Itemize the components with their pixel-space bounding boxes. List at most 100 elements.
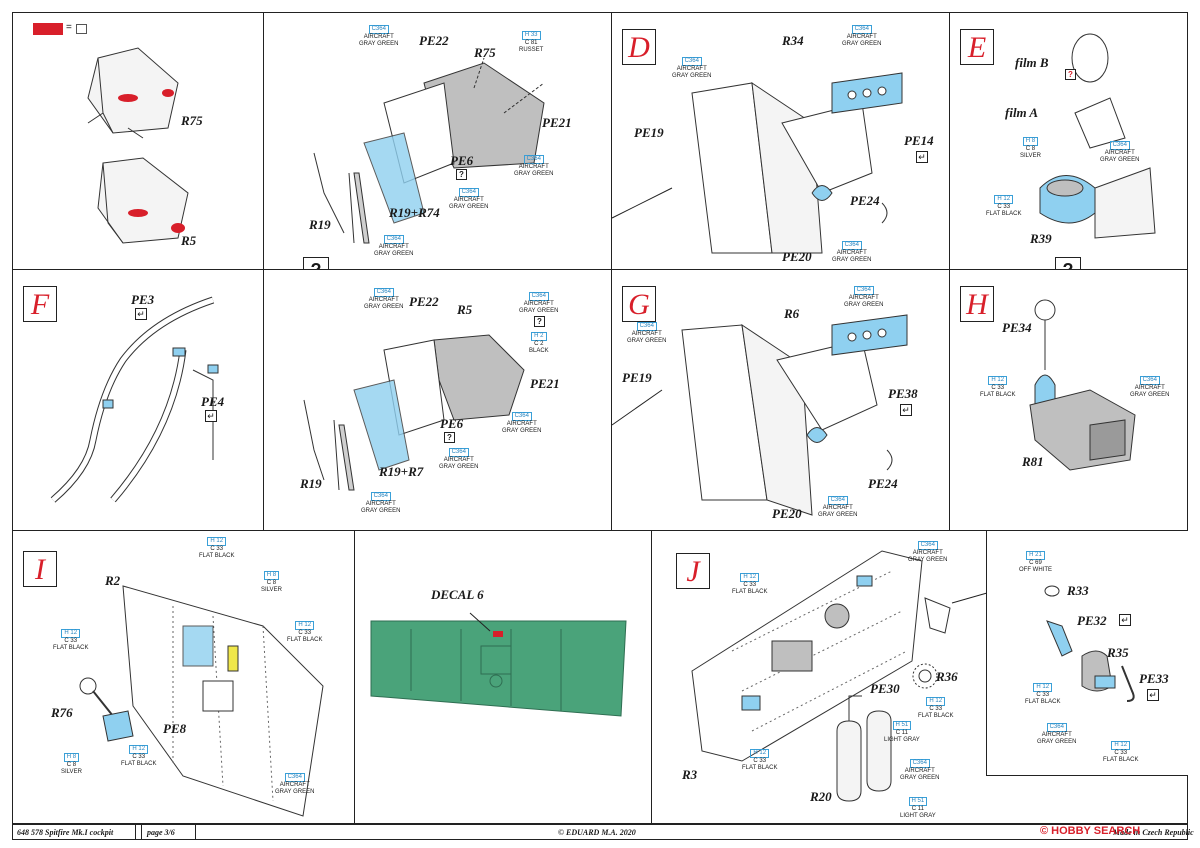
footer-divider-3 [195,825,196,839]
film-icon [76,24,87,34]
label-r19-mid: R19 [300,476,322,491]
seat-assembly-middle [303,334,525,491]
step-letter-f: F [23,286,57,322]
lever-r76-illustration [79,677,134,742]
label-pe34: PE34 [1002,320,1032,335]
legend-equals: = [66,22,72,33]
question-box-m2: ? [444,432,455,443]
seat-armor-d-illustration [691,72,903,254]
label-pe22-mid: PE22 [409,294,439,309]
label-pe24: PE24 [850,193,880,208]
bend-icon-pe4: ↵ [205,410,217,422]
label-r35: R35 [1107,645,1129,660]
seat-r75-illustration [87,47,179,139]
step-letter-g: G [622,286,656,322]
label-r36: R36 [936,669,958,684]
label-pe24-g: PE24 [868,476,898,491]
label-pe38: PE38 [888,386,918,401]
panel-top-left: = R75 R5 [12,12,264,270]
label-pe6: PE6 [450,153,474,168]
label-r20: R20 [810,789,832,804]
label-film-a: film A [1005,105,1039,120]
label-r39: R39 [1030,231,1052,246]
question-box-m1: ? [534,316,545,327]
label-pe19: PE19 [634,125,664,140]
legend-red-swatch [33,23,63,35]
label-pe6-mid: PE6 [440,416,464,431]
label-r6: R6 [784,306,800,321]
mirror-e-illustration [1039,33,1156,239]
gear-r36-illustration [912,663,938,689]
label-r75: R75 [474,45,496,60]
label-pe33: PE33 [1139,671,1169,686]
oxygen-bottles-illustration [836,695,892,802]
label-pe20: PE20 [782,249,812,264]
label-pe14: PE14 [904,133,934,148]
watermark-brand-prefix: © [1040,825,1049,837]
footer-bar: 648 578 Spitfire Mk.I cockpit page 3/6 ©… [12,824,1194,840]
inset-parts-illustration [1044,585,1135,702]
label-r3: R3 [682,767,698,782]
watermark-brand-name: HOBBY SEARCH [1051,825,1141,837]
label-pe21: PE21 [542,115,572,130]
label-r19: R19 [309,217,331,232]
label-r19-r7: R19+R7 [379,464,424,479]
step-letter-d: D [622,29,656,65]
label-r19-r74: R19+R74 [389,205,440,220]
step-letter-j: J [676,553,710,589]
label-r76: R76 [51,705,73,720]
label-pe8: PE8 [163,721,187,736]
label-r75-top: R75 [181,113,203,128]
bend-icon-pe3: ↵ [135,308,147,320]
label-pe30: PE30 [870,681,900,696]
side-panel-j-illustration [691,550,923,762]
label-r2: R2 [105,573,121,588]
bend-icon-pe32: ↵ [1119,614,1131,626]
mirror-h-illustration [1029,299,1136,471]
step-letter-h: H [960,286,994,322]
seat-armor-g-illustration [681,314,908,516]
label-decal-6: DECAL 6 [431,587,484,602]
label-r33: R33 [1067,583,1089,598]
bend-icon-pe33: ↵ [1147,689,1159,701]
label-r81: R81 [1022,454,1044,469]
callout-pointer-d [611,187,673,219]
lever-j-illustration [924,597,951,634]
label-pe20-g: PE20 [772,506,802,521]
question-box-film-b: ? [1065,69,1076,80]
footer-divider-2 [141,825,142,839]
footer-note: Made in Czech Republic [1113,828,1194,837]
side-panel-i-illustration [122,585,324,817]
